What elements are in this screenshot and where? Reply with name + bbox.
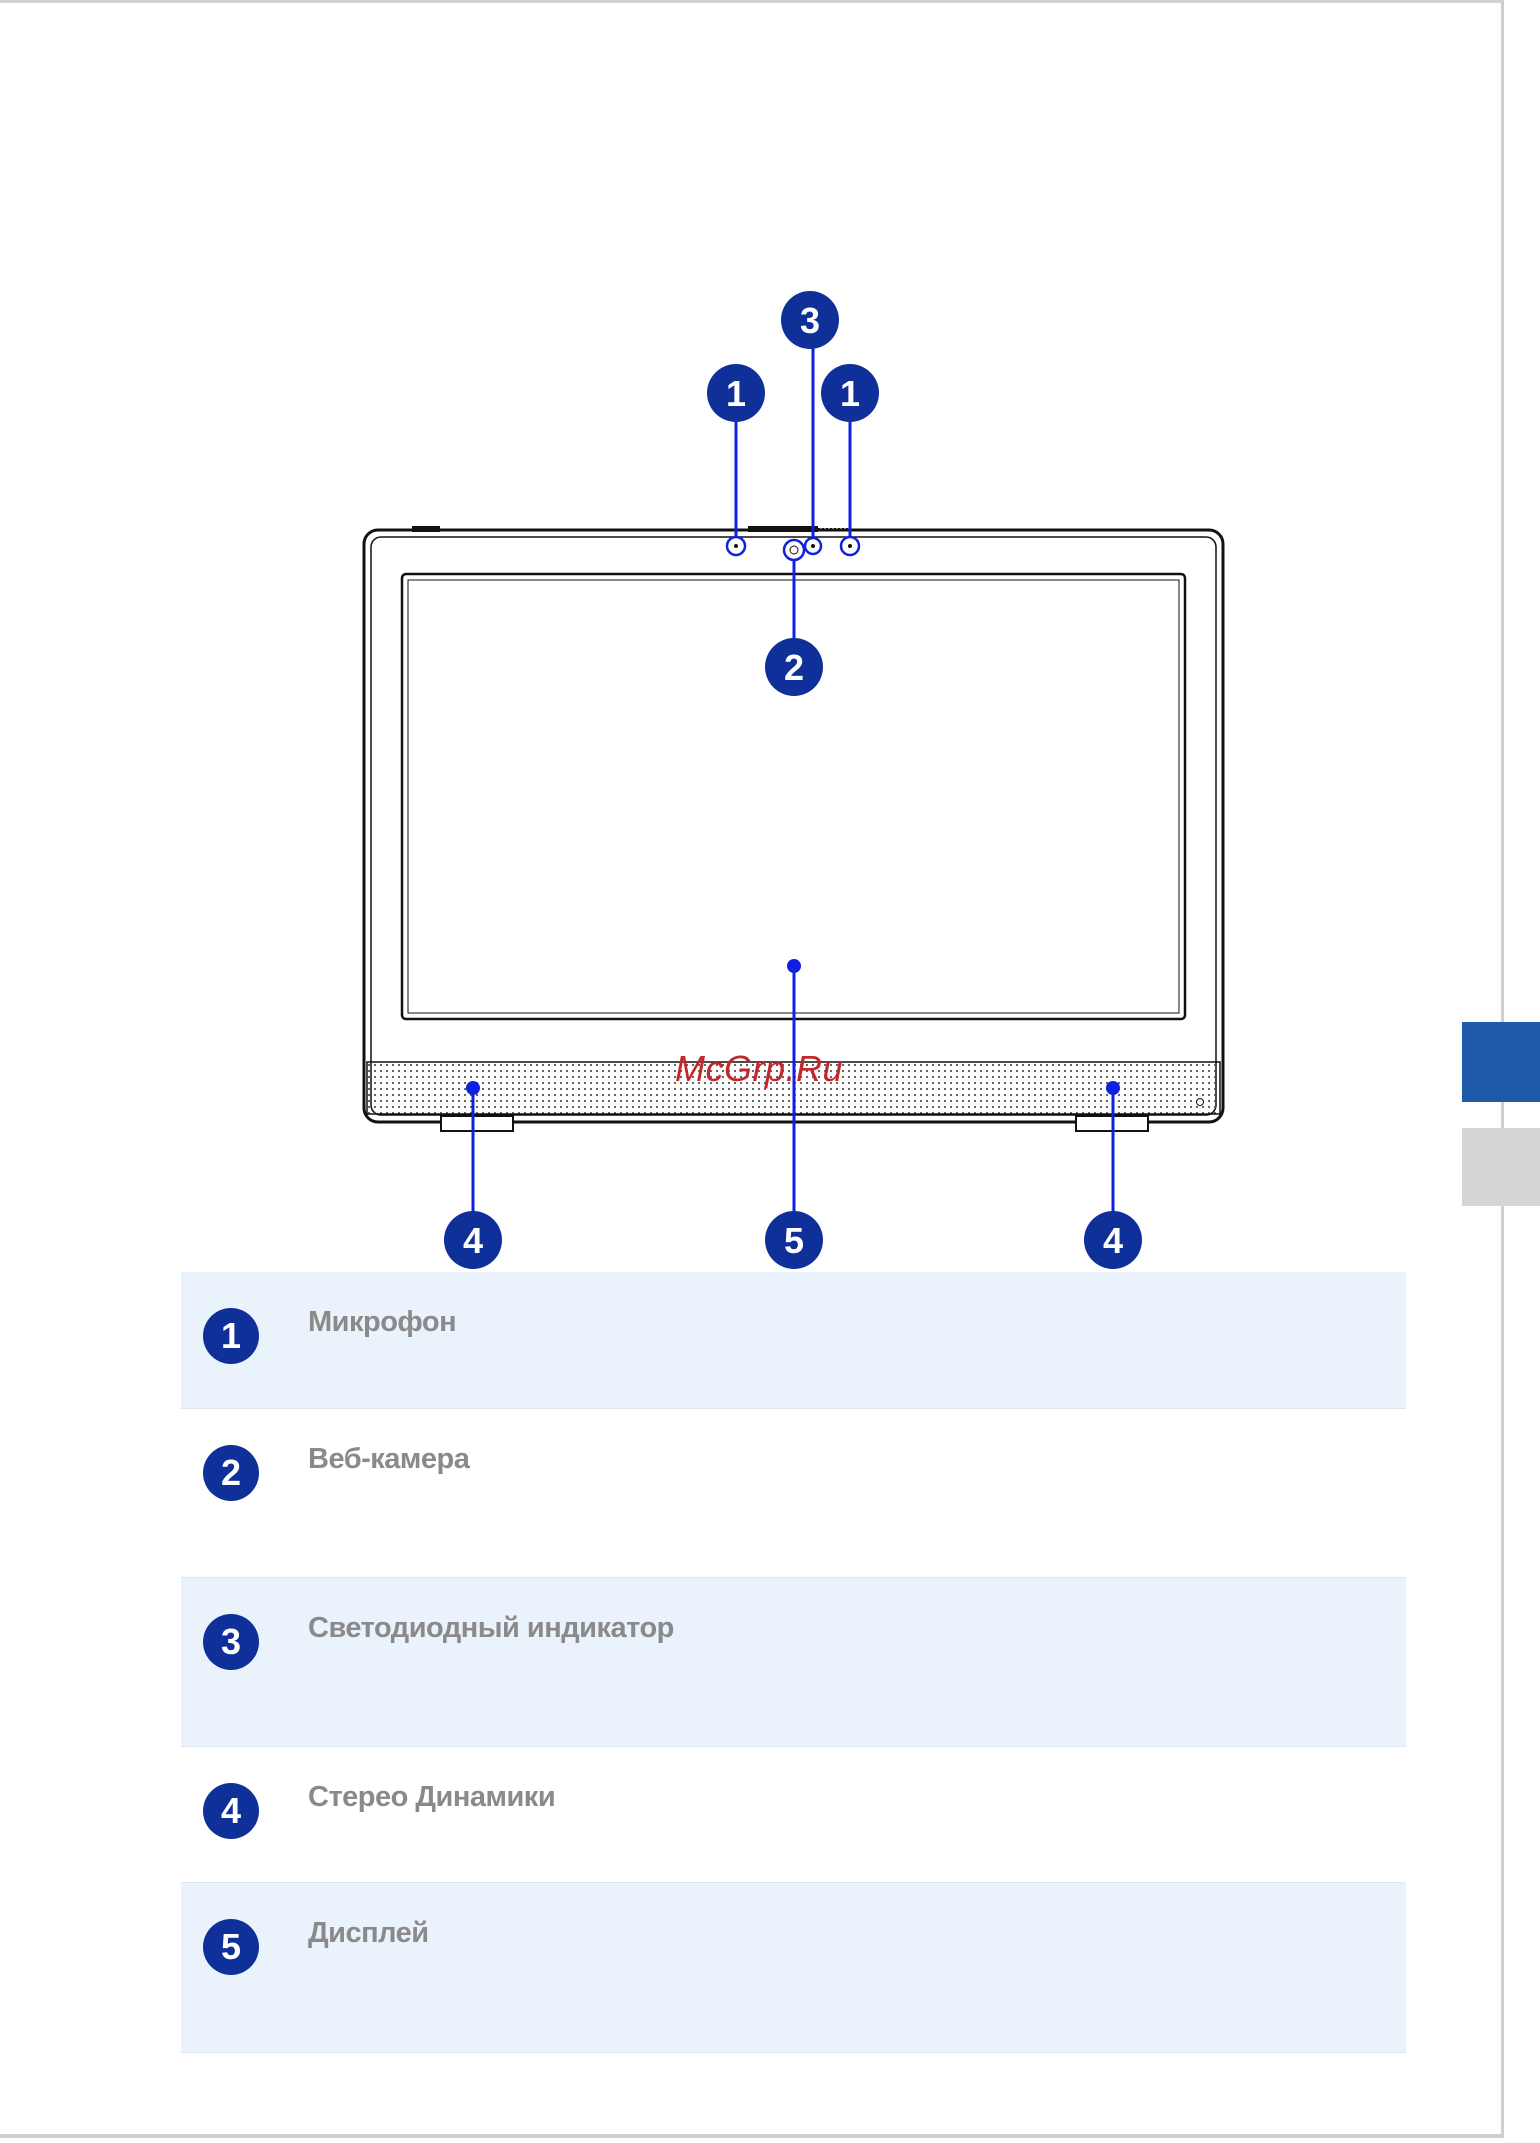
callout-4-left: 4 [444, 1211, 502, 1269]
left-foot [441, 1116, 513, 1131]
callout-2: 2 [765, 638, 823, 696]
legend-row-2: 2 Веб-камера [181, 1409, 1406, 1578]
callout-4-right: 4 [1084, 1211, 1142, 1269]
legend-row-3: 3 Светодиодный индикатор [181, 1578, 1406, 1747]
svg-text:5: 5 [784, 1220, 804, 1261]
legend-number-2: 2 [203, 1445, 259, 1501]
speaker-right-dot [1106, 1081, 1120, 1095]
legend-label-led: Светодиодный индикатор [308, 1612, 674, 1645]
svg-text:3: 3 [800, 300, 820, 341]
callout-1-left: 1 [707, 364, 765, 422]
legend-row-1: 1 Микрофон [181, 1272, 1406, 1409]
svg-text:1: 1 [840, 373, 860, 414]
display-dot [787, 959, 801, 973]
legend-table: 1 Микрофон 2 Веб-камера 3 Светодиодный и… [181, 1272, 1406, 2053]
speaker-left-dot [466, 1081, 480, 1095]
legend-number-4: 4 [203, 1783, 259, 1839]
legend-number-1: 1 [203, 1308, 259, 1364]
svg-text:4: 4 [1103, 1220, 1123, 1261]
legend-row-4: 4 Стерео Динамики [181, 1747, 1406, 1883]
watermark: McGrp.Ru [675, 1048, 843, 1090]
legend-number-5: 5 [203, 1919, 259, 1975]
svg-text:1: 1 [726, 373, 746, 414]
callout-3: 3 [781, 291, 839, 349]
svg-text:4: 4 [463, 1220, 483, 1261]
legend-label-speakers: Стерео Динамики [308, 1781, 555, 1814]
svg-text:2: 2 [784, 647, 804, 688]
legend-number-3: 3 [203, 1614, 259, 1670]
legend-row-5: 5 Дисплей [181, 1883, 1406, 2053]
legend-label-microphone: Микрофон [308, 1306, 456, 1339]
legend-label-webcam: Веб-камера [308, 1443, 469, 1476]
callout-5: 5 [765, 1211, 823, 1269]
callout-1-right: 1 [821, 364, 879, 422]
legend-label-display: Дисплей [308, 1917, 429, 1950]
